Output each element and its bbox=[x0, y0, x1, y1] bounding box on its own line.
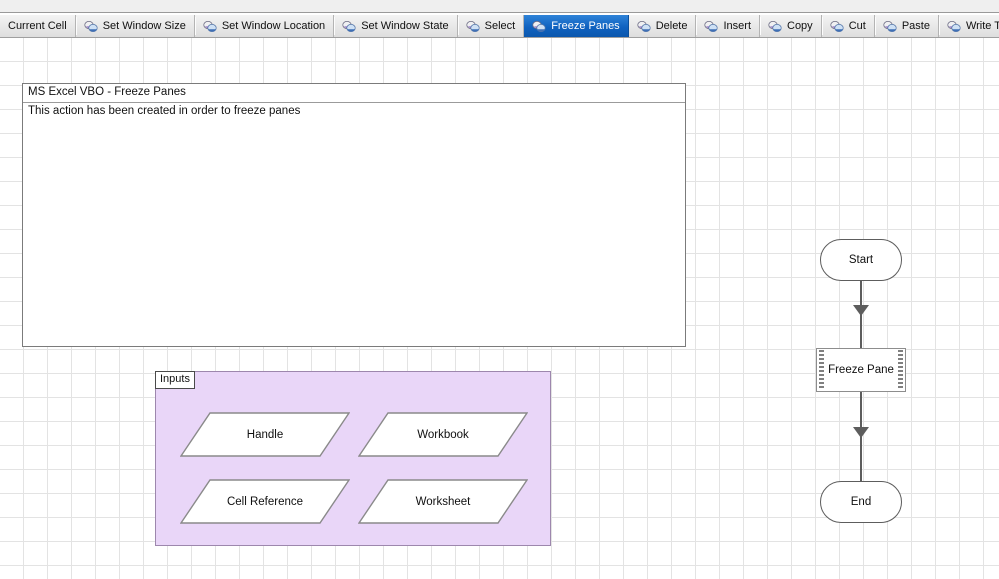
input-parameter-workbook[interactable]: Workbook bbox=[358, 412, 528, 457]
vbo-object-icon bbox=[637, 20, 651, 33]
vbo-object-icon bbox=[84, 20, 98, 33]
flow-node-freeze-pane[interactable]: Freeze Pane bbox=[816, 348, 906, 392]
tab-label: Freeze Panes bbox=[551, 19, 620, 32]
tab-label: Select bbox=[484, 19, 516, 32]
flow-node-label: End bbox=[850, 496, 872, 508]
action-tab-bar[interactable]: Current Cell Set Window Size bbox=[0, 14, 999, 38]
vbo-object-icon bbox=[466, 20, 480, 33]
input-parameter-handle[interactable]: Handle bbox=[180, 412, 350, 457]
tab-label: Set Window Location bbox=[221, 19, 326, 32]
tab-label: Copy bbox=[787, 19, 813, 32]
window-top-strip bbox=[0, 0, 999, 13]
input-parameter-cell-reference[interactable]: Cell Reference bbox=[180, 479, 350, 524]
vbo-object-icon bbox=[342, 20, 356, 33]
input-parameter-worksheet[interactable]: Worksheet bbox=[358, 479, 528, 524]
flow-arrowhead-down-icon bbox=[853, 305, 869, 316]
tab-select[interactable]: Select bbox=[458, 15, 525, 37]
tab-label: Set Window Size bbox=[102, 19, 186, 32]
tab-label: Write To Clipboard bbox=[965, 19, 999, 32]
tab-freeze-panes[interactable]: Freeze Panes bbox=[524, 15, 629, 37]
vbo-object-icon bbox=[203, 20, 217, 33]
vbo-object-icon bbox=[768, 20, 782, 33]
tab-label: Insert bbox=[723, 19, 751, 32]
flow-arrowhead-down-icon bbox=[853, 427, 869, 438]
description-body: This action has been created in order to… bbox=[28, 104, 301, 117]
tab-cut[interactable]: Cut bbox=[822, 15, 876, 37]
tab-delete[interactable]: Delete bbox=[629, 15, 698, 37]
tab-label: Current Cell bbox=[8, 19, 67, 32]
tab-label: Paste bbox=[901, 19, 930, 32]
tab-copy[interactable]: Copy bbox=[760, 15, 823, 37]
selection-handle-left[interactable] bbox=[819, 350, 824, 390]
vbo-object-icon bbox=[532, 20, 546, 33]
inputs-container-label: Inputs bbox=[155, 371, 195, 389]
flow-node-label: Freeze Pane bbox=[828, 364, 894, 376]
flow-node-label: Start bbox=[848, 254, 874, 266]
tab-set-window-size[interactable]: Set Window Size bbox=[76, 15, 197, 37]
tab-set-window-state[interactable]: Set Window State bbox=[334, 15, 460, 37]
selection-handle-right[interactable] bbox=[898, 350, 903, 390]
vbo-object-icon bbox=[947, 20, 961, 33]
vbo-object-icon bbox=[704, 20, 719, 33]
tab-write-to-clipboard[interactable]: Write To Clipboard bbox=[939, 15, 999, 37]
tab-label: Cut bbox=[848, 19, 866, 32]
tab-label: Set Window State bbox=[361, 19, 449, 32]
flow-node-end[interactable]: End bbox=[820, 481, 902, 523]
flow-node-start[interactable]: Start bbox=[820, 239, 902, 281]
vbo-object-icon bbox=[830, 20, 844, 33]
tab-current-cell[interactable]: Current Cell bbox=[0, 15, 77, 37]
tab-insert[interactable]: Insert bbox=[696, 15, 761, 37]
tab-label: Delete bbox=[655, 19, 688, 32]
description-note-panel[interactable]: MS Excel VBO - Freeze Panes This action … bbox=[22, 83, 686, 347]
tab-paste[interactable]: Paste bbox=[875, 15, 941, 37]
vbo-object-icon bbox=[883, 20, 897, 33]
description-title: MS Excel VBO - Freeze Panes bbox=[23, 84, 685, 103]
tab-set-window-location[interactable]: Set Window Location bbox=[195, 15, 336, 37]
